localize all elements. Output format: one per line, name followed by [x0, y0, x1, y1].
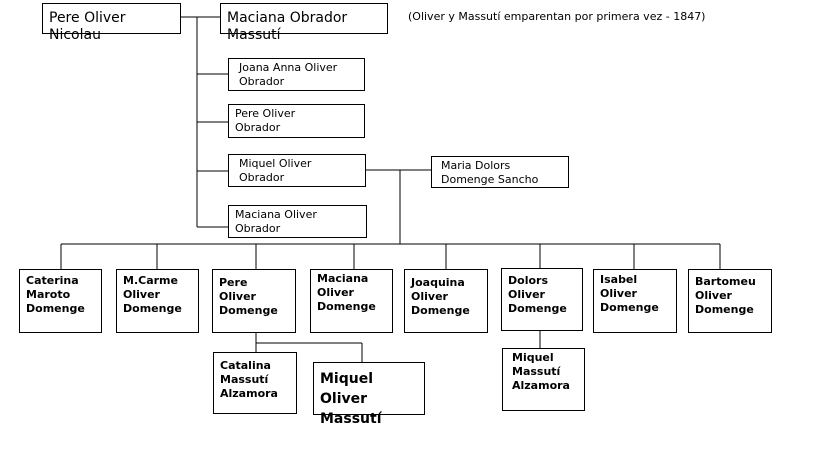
person-maciana-obrador-massuti: Maciana Obrador Massutí: [220, 3, 388, 43]
person-bartomeu-oliver-domenge: Bartomeu Oliver Domenge: [688, 269, 772, 333]
person-pere-oliver-domenge: Pere Oliver Domenge: [212, 269, 296, 333]
person-miquel-oliver-massuti: Miquel Oliver Massutí: [313, 362, 425, 427]
person-joaquina-oliver-domenge: Joaquina Oliver Domenge: [404, 269, 488, 333]
person-joana-anna-oliver-obrador: Joana Anna Oliver Obrador: [228, 58, 365, 91]
person-miquel-massuti-alzamora: Miquel Massutí Alzamora: [502, 348, 585, 411]
person-mcarme-oliver-domenge: M.Carme Oliver Domenge: [116, 269, 199, 333]
person-isabel-oliver-domenge: Isabel Oliver Domenge: [593, 269, 677, 333]
person-maciana-oliver-domenge: Maciana Oliver Domenge: [310, 269, 393, 333]
person-maria-dolors-domenge-sancho: Maria Dolors Domenge Sancho: [431, 156, 569, 188]
person-catalina-massuti-alzamora: Catalina Massutí Alzamora: [213, 352, 297, 414]
person-dolors-oliver-domenge: Dolors Oliver Domenge: [501, 268, 583, 331]
relationship-note: (Oliver y Massutí emparentan por primera…: [408, 10, 706, 23]
person-miquel-oliver-obrador: Miquel Oliver Obrador: [228, 154, 366, 187]
person-maciana-oliver-obrador: Maciana Oliver Obrador: [228, 205, 367, 238]
person-pere-oliver-obrador: Pere Oliver Obrador: [228, 104, 365, 138]
person-caterina-maroto-domenge: Caterina Maroto Domenge: [19, 269, 102, 333]
person-pere-oliver-nicolau: Pere Oliver Nicolau: [42, 3, 181, 43]
